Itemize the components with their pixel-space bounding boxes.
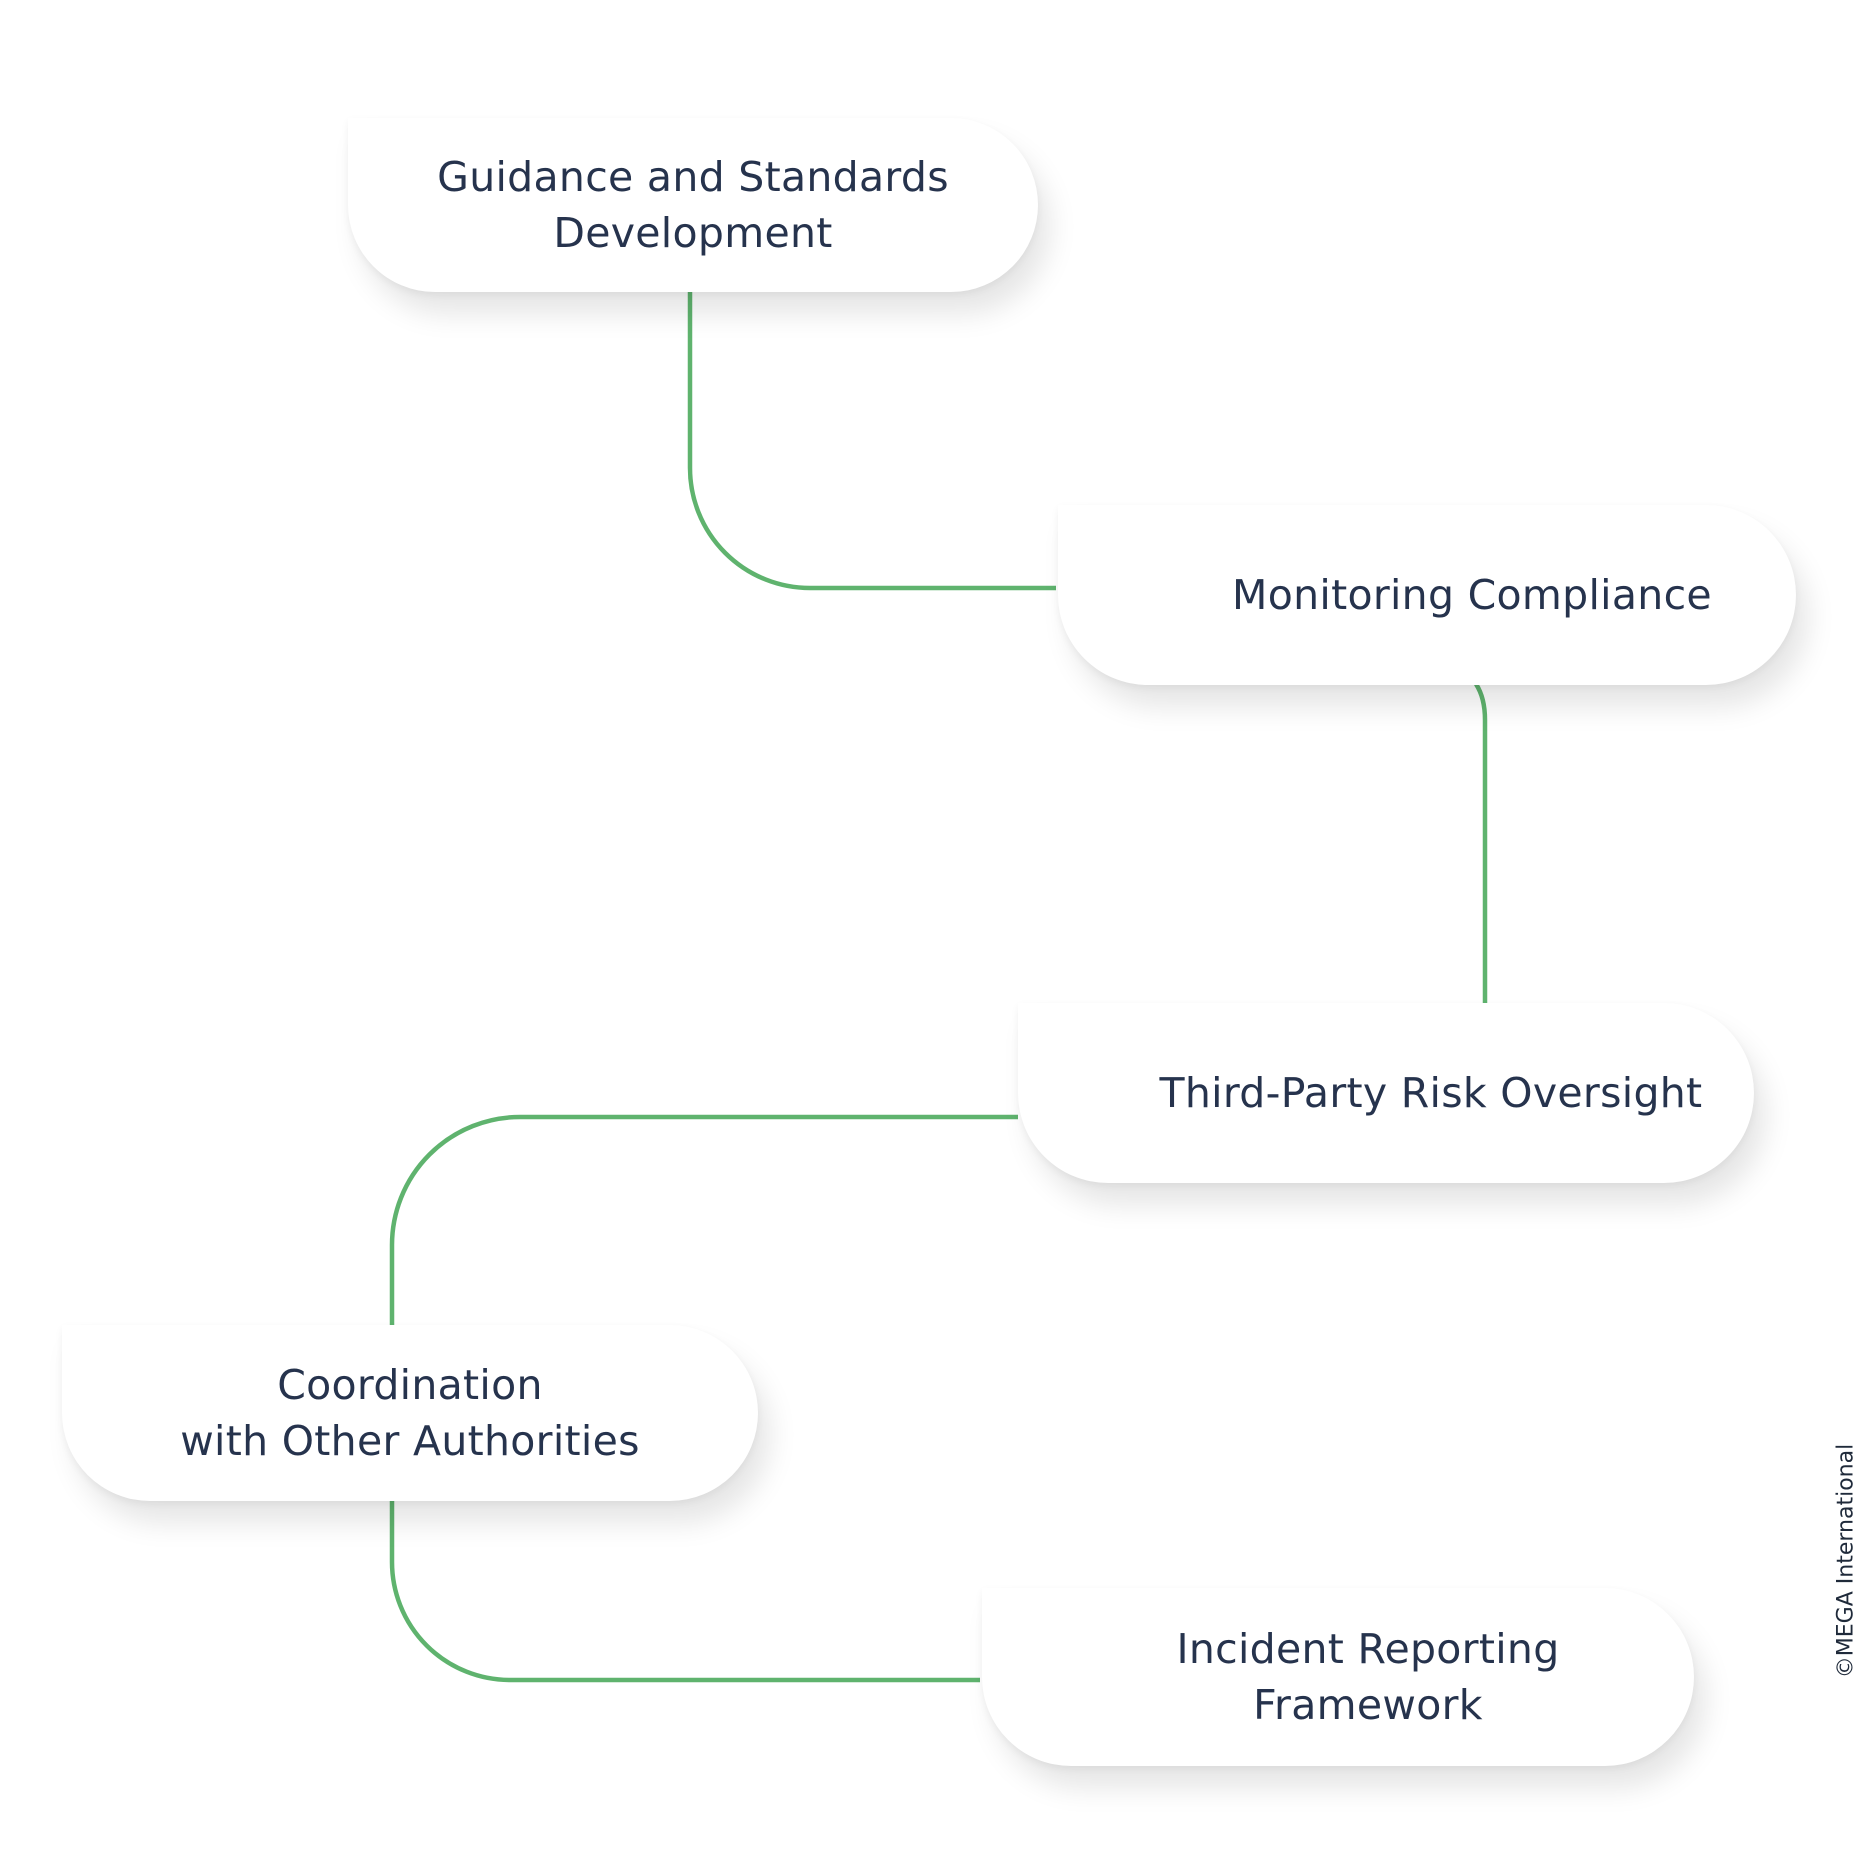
connector-coordination-to-incident (389, 1501, 980, 1683)
node-label: Monitoring Compliance (1232, 571, 1712, 619)
copyright-text: ©MEGA International (1833, 1443, 1859, 1679)
node-monitoring-compliance: Monitoring Compliance (1058, 505, 1796, 685)
node-guidance-and-standards-development: Guidance and Standards Development (348, 118, 1038, 292)
node-incident-reporting-framework: Incident Reporting Framework (982, 1588, 1694, 1766)
node-label: Incident Reporting Framework (1176, 1625, 1560, 1729)
node-third-party-risk-oversight: Third-Party Risk Oversight (1018, 1003, 1754, 1183)
connector-thirdparty-to-coordination (389, 1114, 1018, 1325)
node-label: Guidance and Standards Development (437, 153, 949, 257)
copyright-notice: ©MEGA International (1833, 1425, 1859, 1697)
node-coordination-with-other-authorities: Coordination with Other Authorities (62, 1325, 758, 1501)
node-label: Third-Party Risk Oversight (1159, 1069, 1703, 1117)
connector-guidance-to-monitoring (687, 292, 1056, 591)
connector-monitoring-to-thirdparty (1474, 682, 1488, 1003)
node-label: Coordination with Other Authorities (180, 1361, 640, 1465)
